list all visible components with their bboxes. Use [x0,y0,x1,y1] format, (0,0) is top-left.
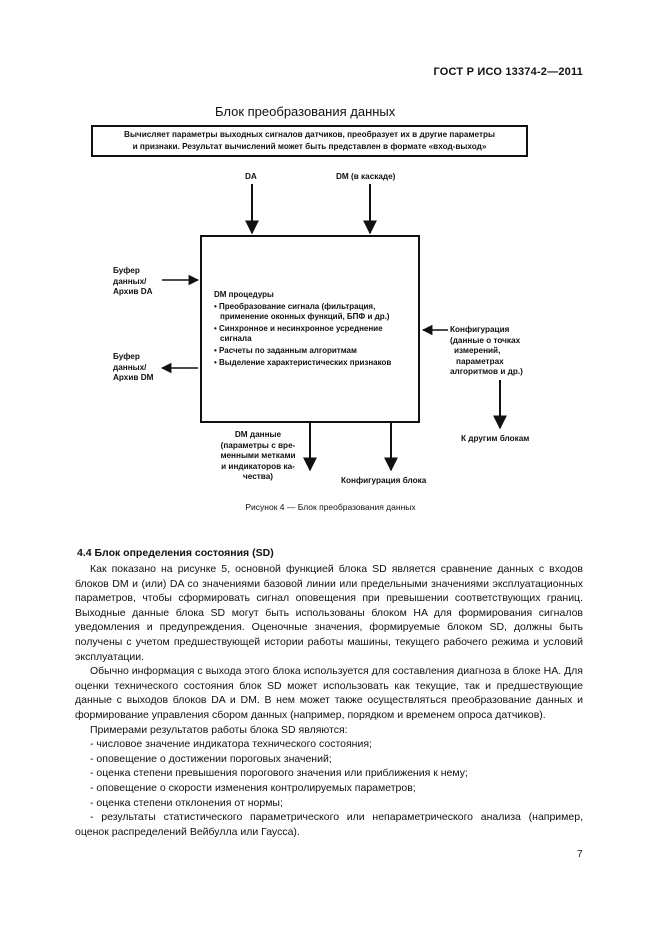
label-line: Буфер [113,352,140,361]
label-line: Архив DA [113,287,153,296]
block-item: • Расчеты по заданным алгоритмам [214,346,357,355]
figure-title: Блок преобразования данных [215,104,396,119]
paragraph: Примерами результатов работы блока SD яв… [90,723,348,736]
section-body: Как показано на рисунке 5, основной функ… [75,562,583,839]
list-item: - результаты статистического параметриче… [75,811,583,838]
dm-procedures-block [200,235,420,423]
standard-header: ГОСТ Р ИСО 13374-2—2011 [433,66,583,78]
dm-procedures-content: DM процедуры • Преобразование сигнала (ф… [214,290,418,370]
block-item: применение оконных функций, БПФ и др.) [220,312,390,321]
block-title: DM процедуры [214,290,274,299]
config-input-label: Конфигурация (данные о точках измерений,… [450,325,523,378]
label-line: данных/ [113,276,147,286]
label-line: параметрах [456,356,504,366]
list-item: - оценка степени отклонения от нормы; [90,796,283,809]
page-number: 7 [577,849,583,860]
list-item: - оповещение о достижении пороговых знач… [90,752,332,765]
block-item: сигнала [220,334,252,343]
paragraph: Обычно информация с выхода этого блока и… [75,665,583,721]
buffer-dm-label: Буфер данных/ Архив DM [113,352,153,384]
label-line: алгоритмов и др.) [450,367,523,376]
label-line: (данные о точках [450,335,521,345]
figure-description-box: Вычисляет параметры выходных сигналов да… [91,125,528,157]
description-line: Вычисляет параметры выходных сигналов да… [124,130,495,139]
label-line: менными метками [220,451,296,460]
description-line: и признаки. Результат вычислений может б… [132,142,487,151]
list-item: - оценка степени превышения порогового з… [90,767,468,780]
label-line: (параметры с вре- [220,440,296,450]
block-item: • Выделение характеристических признаков [214,358,392,367]
to-other-blocks-label: К другим блокам [461,434,530,443]
dm-output-label: DM данные (параметры с вре- менными метк… [212,430,304,483]
input-label-dm: DM (в каскаде) [336,172,396,181]
label-line: данных/ [113,362,147,372]
label-line: DM данные [234,430,282,439]
list-item: - оповещение о скорости изменения контро… [90,781,416,794]
config-output-label: Конфигурация блока [341,476,427,485]
block-item: • Преобразование сигнала (фильтрация, [214,302,376,311]
label-line: Архив DM [113,373,154,382]
list-item: - числовое значение индикатора техническ… [90,738,372,751]
label-line: Конфигурация [450,325,510,334]
section-title: 4.4 Блок определения состояния (SD) [77,547,274,559]
label-line: измерений, [454,346,501,355]
block-item: • Синхронное и несинхронное усреднение [214,324,383,333]
label-line: и индикаторов ка- [221,461,295,471]
paragraph: Как показано на рисунке 5, основной функ… [75,563,583,663]
label-line: чества) [243,472,273,481]
figure-caption: Рисунок 4 — Блок преобразования данных [245,502,416,512]
input-label-da: DA [245,172,257,181]
label-line: Буфер [113,266,140,275]
buffer-da-label: Буфер данных/ Архив DA [113,266,153,298]
